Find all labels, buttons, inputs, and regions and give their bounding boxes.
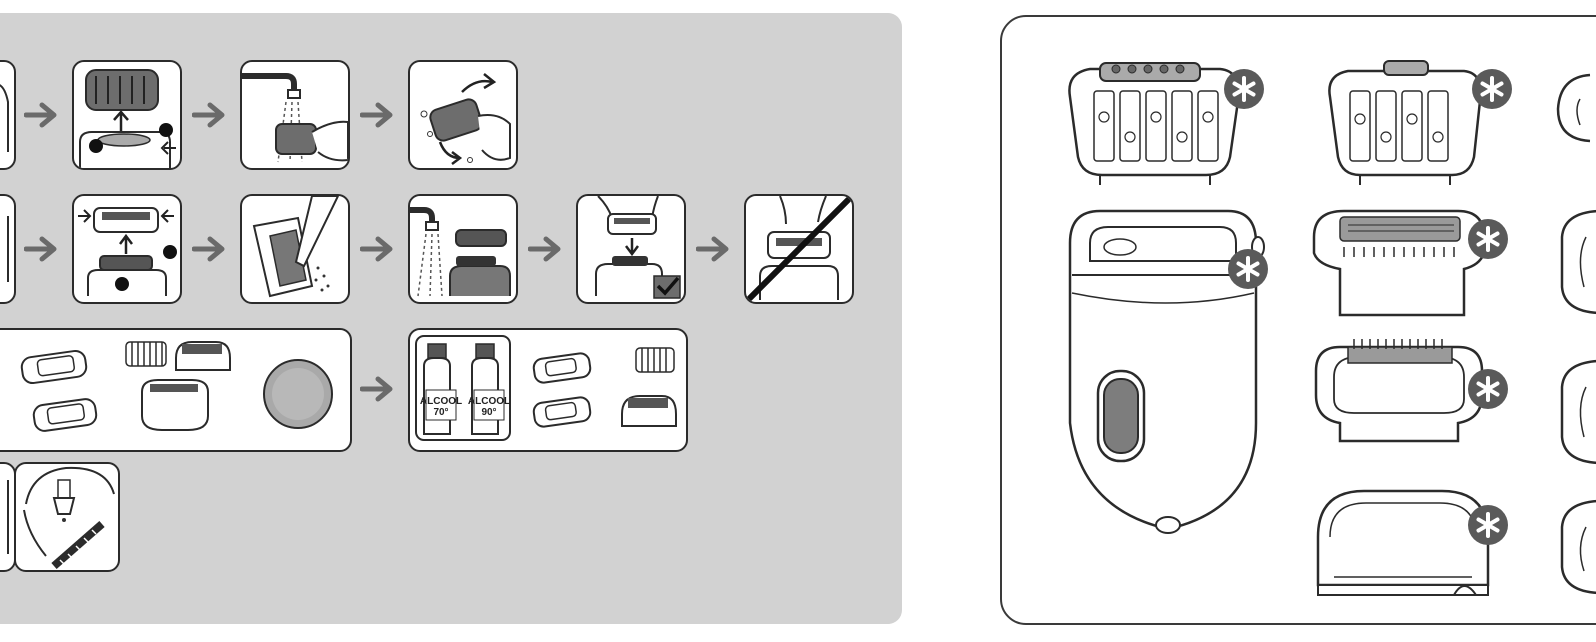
arrow-right-icon [360, 100, 396, 130]
step-brush-shaver-head [240, 194, 350, 304]
device-attachments-panel [1000, 15, 1596, 625]
arrow-right-icon [192, 100, 228, 130]
bottle-label-strength-70: 70° [433, 407, 448, 418]
cropped-attachment-2 [1550, 207, 1596, 317]
step-shake-dry-head [408, 60, 518, 170]
cleaning-instructions-panel: ALCOOL 70° ALCOOL 90° [0, 13, 902, 624]
sensitive-epilator-head-attachment [1320, 57, 1490, 187]
cropped-attachment-3 [1550, 357, 1596, 467]
arrow-right-icon [192, 234, 228, 264]
asterisk-icon [1468, 219, 1508, 259]
step-reattach-shaver-foil [576, 194, 686, 304]
trimmer-head-attachment [1304, 337, 1494, 457]
arrow-right-icon [528, 234, 564, 264]
cropped-attachment-top [1550, 69, 1596, 149]
step-remove-epilator-head [72, 60, 182, 170]
number-1-icon [163, 245, 177, 259]
asterisk-icon [1224, 69, 1264, 109]
arrow-right-icon [24, 100, 60, 130]
step-disinfect-accessories: ALCOOL 70° ALCOOL 90° [408, 328, 688, 452]
number-1-icon [159, 123, 173, 137]
step-shaver-head-partial [0, 194, 16, 304]
arrow-right-icon [360, 374, 396, 404]
step-oil-trimmer-blade [14, 462, 120, 572]
accessories-group [0, 328, 352, 452]
cropped-attachment-4 [1550, 497, 1596, 597]
arrow-right-icon [24, 234, 60, 264]
step-rinse-shaver-parts [408, 194, 518, 304]
step-do-not-press-foil [744, 194, 854, 304]
step-epilator-head-partial [0, 60, 16, 170]
step-remove-shaver-foil [72, 194, 182, 304]
arrow-right-icon [360, 234, 396, 264]
asterisk-icon [1468, 505, 1508, 545]
asterisk-icon [1472, 69, 1512, 109]
asterisk-icon [1468, 369, 1508, 409]
step-rinse-head-under-tap [240, 60, 350, 170]
arrow-right-icon [696, 234, 732, 264]
asterisk-icon [1228, 249, 1268, 289]
number-2-icon [115, 277, 129, 291]
bottle-label-name-90: ALCOOL [468, 396, 510, 407]
bottle-label-strength-90: 90° [481, 407, 496, 418]
shaver-head-attachment [1304, 197, 1494, 327]
number-2-icon [89, 139, 103, 153]
bottle-label-name-70: ALCOOL [420, 396, 462, 407]
epilator-head-attachment [1060, 57, 1246, 187]
